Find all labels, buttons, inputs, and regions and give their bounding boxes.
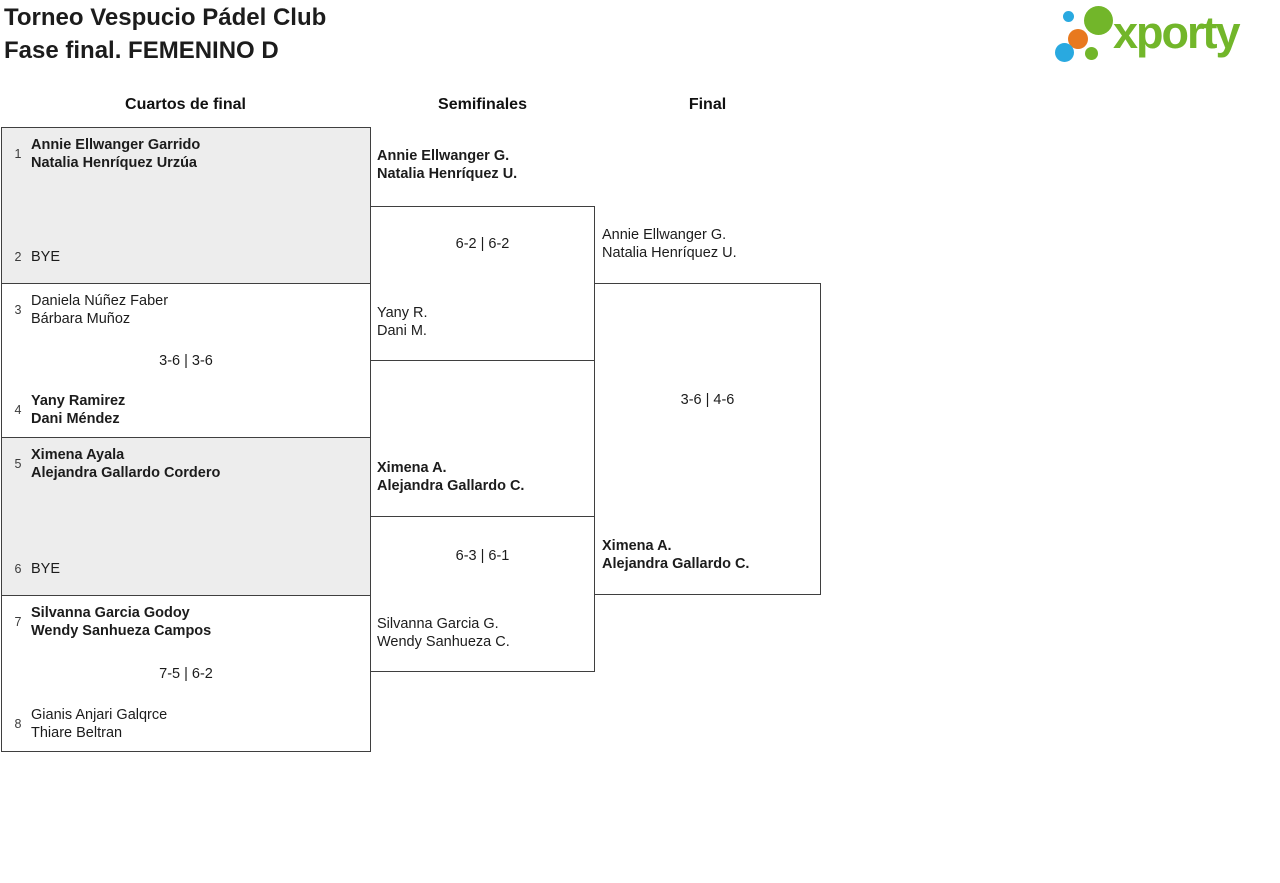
player-name: Annie Ellwanger G. (377, 148, 510, 164)
team-label: Ximena A. Alejandra Gallardo C. (602, 537, 749, 573)
player-name: Yany R. (377, 305, 428, 321)
player-name: Ximena Ayala (31, 447, 125, 463)
team-entry: 6 BYE (7, 560, 61, 578)
bye-label: BYE (31, 249, 61, 265)
match-score: 3-6 | 3-6 (159, 352, 213, 369)
seed-number: 8 (14, 717, 22, 731)
round-header-quarterfinals: Cuartos de final (125, 96, 246, 113)
team-label: Silvanna Garcia G. Wendy Sanhueza C. (377, 615, 510, 651)
logo-dot-icon (1085, 47, 1098, 60)
quarterfinal-match-2: 3 Daniela Núñez Faber Bárbara Muñoz 3-6 … (1, 283, 371, 438)
player-name: Natalia Henríquez U. (602, 245, 737, 261)
player-name: Natalia Henríquez U. (377, 166, 518, 182)
seed-number: 2 (14, 250, 22, 264)
team-entry: 5 Ximena Ayala Alejandra Gallardo Corder… (7, 446, 221, 482)
team-entry: 3 Daniela Núñez Faber Bárbara Muñoz (7, 292, 169, 328)
seed-number: 3 (14, 303, 22, 317)
final-match (594, 283, 821, 595)
quarterfinal-match-1: 1 Annie Ellwanger Garrido Natalia Henríq… (1, 127, 371, 284)
player-name: Bárbara Muñoz (31, 311, 131, 327)
player-name: Daniela Núñez Faber (31, 293, 169, 309)
tournament-subtitle: Fase final. FEMENINO D (4, 37, 279, 64)
player-name: Natalia Henríquez Urzúa (31, 155, 197, 171)
round-header-final: Final (688, 96, 727, 113)
player-name: Ximena A. (602, 538, 672, 554)
player-name: Ximena A. (377, 460, 447, 476)
logo-dot-icon (1055, 43, 1074, 62)
xporty-logo: xporty (1048, 0, 1280, 72)
seed-number: 5 (14, 457, 22, 471)
player-name: Annie Ellwanger G. (602, 227, 727, 243)
player-name: Yany Ramirez (31, 393, 126, 409)
team-label: Annie Ellwanger G. Natalia Henríquez U. (602, 226, 737, 262)
player-name: Dani M. (377, 323, 427, 339)
player-name: Thiare Beltran (31, 725, 123, 741)
seed-number: 6 (14, 562, 22, 576)
match-score: 6-2 | 6-2 (455, 236, 510, 252)
team-label: Yany R. Dani M. (377, 304, 428, 340)
team-entry: 4 Yany Ramirez Dani Méndez (7, 392, 126, 428)
match-score: 6-3 | 6-1 (455, 548, 510, 564)
player-name: Alejandra Gallardo C. (377, 478, 525, 494)
team-label: Annie Ellwanger G. Natalia Henríquez U. (377, 147, 517, 183)
quarterfinal-match-3: 5 Ximena Ayala Alejandra Gallardo Corder… (1, 437, 371, 596)
logo-dot-icon (1068, 29, 1088, 49)
player-name: Alejandra Gallardo C. (602, 556, 750, 572)
seed-number: 4 (14, 403, 22, 417)
logo-dot-icon (1063, 11, 1074, 22)
team-entry: 1 Annie Ellwanger Garrido Natalia Henríq… (7, 136, 201, 172)
round-header-semifinals: Semifinales (438, 96, 527, 113)
player-name: Dani Méndez (31, 411, 120, 427)
seed-number: 1 (14, 147, 22, 161)
bye-label: BYE (31, 561, 61, 577)
match-score: 3-6 | 4-6 (680, 392, 735, 408)
seed-number: 7 (14, 615, 22, 629)
player-name: Wendy Sanhueza Campos (31, 623, 212, 639)
player-name: Silvanna Garcia G. (377, 616, 499, 632)
player-name: Alejandra Gallardo Cordero (31, 465, 221, 481)
quarterfinal-match-4: 7 Silvanna Garcia Godoy Wendy Sanhueza C… (1, 595, 371, 752)
player-name: Gianis Anjari Galqrce (31, 707, 168, 723)
team-entry: 8 Gianis Anjari Galqrce Thiare Beltran (7, 706, 168, 742)
player-name: Silvanna Garcia Godoy (31, 605, 190, 621)
team-label: Ximena A. Alejandra Gallardo C. (377, 459, 524, 495)
team-entry: 7 Silvanna Garcia Godoy Wendy Sanhueza C… (7, 604, 212, 640)
logo-wordmark: xporty (1113, 7, 1241, 58)
logo-dot-icon (1084, 6, 1113, 35)
tournament-title: Torneo Vespucio Pádel Club (4, 4, 327, 31)
player-name: Annie Ellwanger Garrido (31, 137, 201, 153)
match-score: 7-5 | 6-2 (159, 665, 213, 682)
player-name: Wendy Sanhueza C. (377, 634, 510, 650)
team-entry: 2 BYE (7, 248, 61, 266)
